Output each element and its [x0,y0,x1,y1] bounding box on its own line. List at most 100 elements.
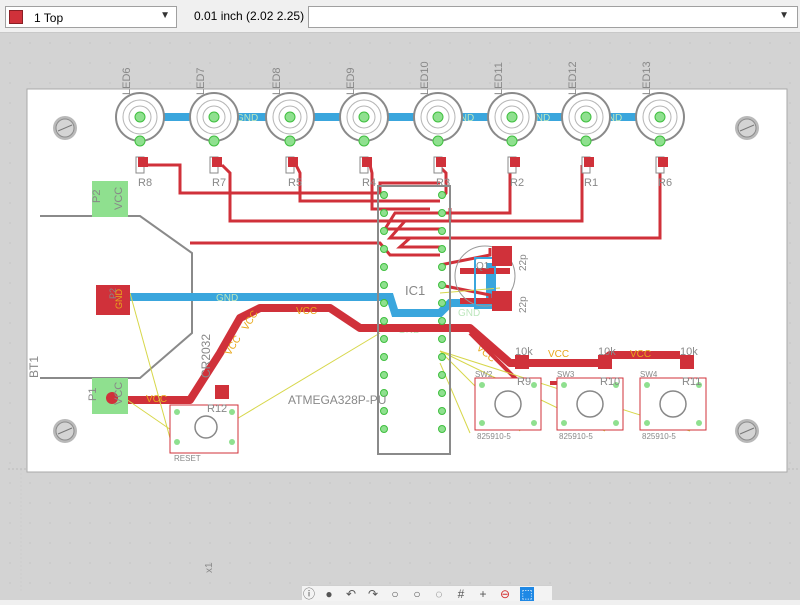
led-name: LED10 [419,61,431,95]
ic-pin[interactable] [438,191,446,199]
ic-pin[interactable] [438,407,446,415]
ic-pin[interactable] [438,263,446,271]
layer-select-value: 1 Top [34,11,64,25]
resistor-name: R7 [212,177,226,189]
led-footprint[interactable] [635,92,685,147]
undo-icon[interactable]: ↶ [345,587,357,601]
pad-label: P2 [91,190,103,203]
ic-pin[interactable] [380,227,388,235]
led-name: LED13 [641,61,653,95]
pad-label: P1 [87,388,99,401]
resistor-footprint[interactable] [433,156,446,174]
ic-pin[interactable] [380,425,388,433]
resistor-footprint[interactable] [581,156,594,174]
ic-pin[interactable] [438,281,446,289]
battery-name: BT1 [27,356,41,378]
led-footprint[interactable] [413,92,463,147]
gnd-label: GND [452,113,474,124]
gnd-label: GND [600,113,622,124]
capacitor-value: 22p [518,296,529,313]
chevron-down-icon: ▼ [160,10,170,21]
ic-pin[interactable] [380,353,388,361]
ic-pin[interactable] [380,407,388,415]
move-icon[interactable]: + [479,587,487,601]
stop-icon[interactable]: ⊖ [499,587,511,601]
ic-pin[interactable] [438,353,446,361]
layer-color-swatch [9,10,23,24]
switch-part: 825910-5 [642,432,676,441]
command-input[interactable]: ▼ [308,6,798,28]
zoom-icon[interactable]: ○ [391,587,399,601]
ic-pin[interactable] [380,209,388,217]
pushbutton-switch[interactable] [639,377,707,431]
ic-pin[interactable] [380,299,388,307]
ic-pin[interactable] [438,299,446,307]
ic-pin[interactable] [438,317,446,325]
resistor-footprint[interactable] [359,156,372,174]
reset-switch[interactable] [169,385,239,454]
ic-pin[interactable] [380,281,388,289]
layers-icon[interactable]: ◌ [435,587,443,601]
ic-pin[interactable] [438,335,446,343]
ic-pin[interactable] [380,191,388,199]
led-footprint[interactable] [487,92,537,147]
pullup-resistor[interactable] [515,355,529,369]
battery-pad-p2[interactable] [92,181,128,217]
ic-pin[interactable] [438,389,446,397]
switch-name: SW2 [475,370,493,379]
led-footprint[interactable] [561,92,611,147]
vcc-label: VCC [548,349,569,360]
gnd-label: GND [458,308,480,319]
resistor-name: R8 [138,177,152,189]
ic-pin[interactable] [438,245,446,253]
resistor-footprint[interactable] [135,156,148,174]
capacitor-value: 22p [518,254,529,271]
ic-pin[interactable] [380,263,388,271]
ic-pins [380,191,446,433]
select-icon[interactable]: ⬚ [520,587,534,601]
led-footprint[interactable] [115,92,165,147]
ic-pin[interactable] [438,227,446,235]
pcb-board-view[interactable]: BT1 GND GND GND GND GND GND GND GND GND … [0,33,800,600]
eye-icon[interactable]: ● [325,587,333,601]
redo-icon[interactable]: ↷ [367,587,379,601]
battery-model: CR2032 [199,334,213,378]
ic-pin[interactable] [380,389,388,397]
ic-pin[interactable] [438,425,446,433]
battery-pad-center[interactable] [96,285,130,315]
switch-part: 825910-5 [559,432,593,441]
ic-pin[interactable] [438,371,446,379]
grid-icon[interactable]: # [457,587,465,601]
layer-select[interactable]: 1 Top ▼ [5,6,177,28]
switch-name: SW4 [640,370,658,379]
pushbutton-switch[interactable] [474,377,542,431]
pushbutton-switch[interactable] [556,377,624,431]
ic-pin[interactable] [438,209,446,217]
resistor-footprint[interactable] [285,156,298,174]
pcb-canvas[interactable]: BT1 GND GND GND GND GND GND GND GND GND … [0,33,800,600]
ic-pin[interactable] [380,245,388,253]
ic-outline [377,185,451,455]
led-footprint[interactable] [189,92,239,147]
top-toolbar: 1 Top ▼ 0.01 inch (2.02 2.25) ▼ [0,0,800,33]
resistor-footprint[interactable] [655,156,668,174]
vcc-label: VCC [296,306,317,317]
resistor-footprint[interactable] [209,156,222,174]
pullup-resistor[interactable] [680,355,694,369]
info-icon[interactable]: ⓘ [302,587,315,601]
led-footprint[interactable] [339,92,389,147]
zoom-fit-icon[interactable]: ○ [413,587,421,601]
pullup-resistor[interactable] [598,355,612,369]
led-footprint[interactable] [265,92,315,147]
capacitor-pad[interactable] [492,291,512,311]
resistor-name: R3 [436,177,450,189]
ic-pin[interactable] [380,371,388,379]
ic-pin[interactable] [380,317,388,325]
ic-name: IC1 [405,283,425,298]
resistor-footprint[interactable] [507,156,520,174]
ic-pin[interactable] [380,335,388,343]
capacitor-pad[interactable] [492,246,512,266]
misc-label: x1 [204,562,215,573]
reset-resistor-name: R12 [207,403,227,415]
